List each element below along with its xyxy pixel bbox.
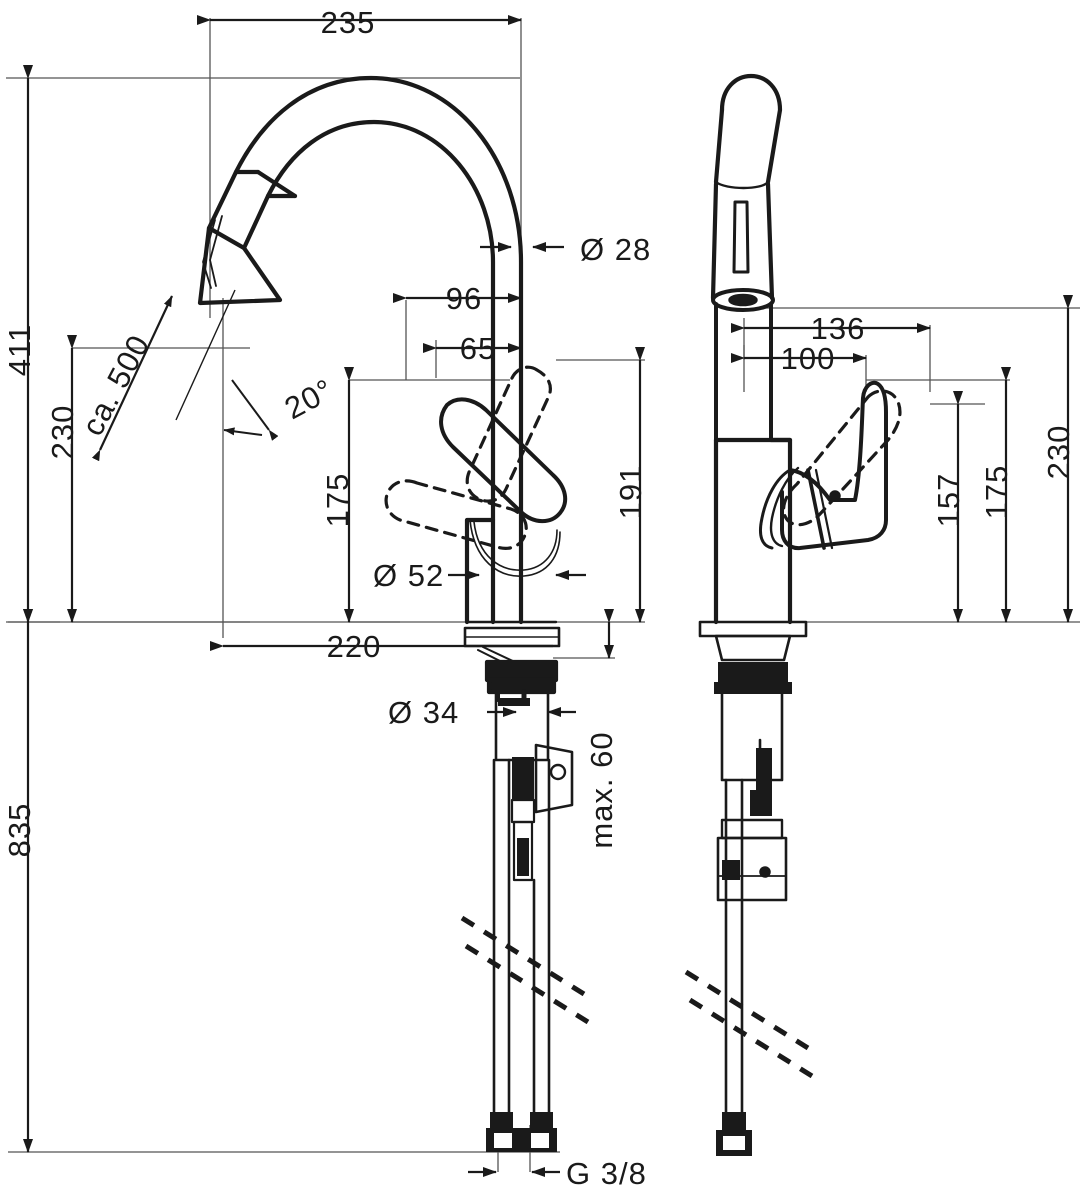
spray-head-top-right-edge [719, 73, 783, 185]
handle-collar-ring-2 [469, 519, 561, 577]
shank-nut-right [718, 662, 788, 682]
valve-port [549, 763, 567, 781]
spray-head-slot [202, 219, 216, 289]
hose-nut-hole-l [494, 1133, 512, 1148]
spray-head-slot-2 [209, 215, 223, 287]
spray-head-top-left-edge [713, 107, 725, 185]
label-175-left: 175 [320, 473, 355, 528]
spout-outer-curve [206, 75, 524, 625]
label-dia34: Ø 34 [388, 695, 459, 730]
hose-connector-b [510, 798, 536, 824]
hose-connector-d [517, 838, 529, 876]
sleeve-left [710, 181, 719, 301]
label-96: 96 [446, 281, 482, 316]
base-flange [463, 626, 561, 648]
handle-lever-front [439, 397, 568, 524]
handle-lever-side [780, 380, 888, 551]
shank-thread-block [486, 677, 557, 695]
spray-head-collar-right [714, 180, 770, 190]
shank-nut-block [484, 659, 559, 683]
valve-housing-right-top [720, 818, 784, 840]
hose-nut-hole-r [531, 1133, 549, 1148]
label-191: 191 [613, 465, 648, 520]
ext-lines-group [6, 18, 1080, 1172]
label-230-left: 230 [45, 405, 80, 460]
break-line-r2 [688, 997, 814, 1079]
label-max60: max. 60 [584, 731, 619, 848]
spout-inner-curve [241, 119, 496, 625]
handle-lever-side-underside-2 [769, 466, 800, 548]
break-symbol-right [684, 969, 814, 1079]
label-ca500: ca. 500 [75, 329, 157, 441]
sleeve-slot [732, 200, 750, 274]
valve-port-right-dot [759, 866, 771, 878]
hose-connector-c [512, 820, 534, 882]
label-65: 65 [460, 331, 496, 366]
label-220: 220 [327, 629, 382, 664]
dim-arrow-ca500 [91, 295, 173, 462]
label-157: 157 [931, 473, 966, 528]
handle-lever-dashed-left [384, 479, 528, 550]
label-dia52: Ø 52 [373, 558, 444, 593]
handle-seam-1 [806, 468, 826, 550]
handle-collar-ring-1 [473, 521, 558, 571]
hose-clip-right-2 [750, 790, 772, 816]
handle-lever-side-underside [758, 468, 792, 550]
leader-20deg-short [175, 289, 236, 421]
outlet-ellipse-outer [711, 288, 775, 312]
break-symbol-left [460, 915, 590, 1025]
hose-end-fitting-left [490, 1112, 513, 1128]
hose-nut-hole-right-view [723, 1136, 745, 1150]
base-cone-right [714, 634, 792, 662]
valve-housing [534, 743, 574, 814]
break-line-2 [464, 943, 590, 1025]
label-835: 835 [2, 803, 37, 858]
hose-connector-a [512, 757, 534, 800]
break-line-r1 [684, 969, 810, 1051]
dimension-labels-group: 235 411 230 ca. 500 20° Ø 28 96 65 175 1… [2, 5, 1076, 1191]
dimension-arrows-group [23, 15, 1073, 1177]
spray-head-collar-line [255, 169, 298, 199]
handle-lever-dashed-up [465, 365, 552, 503]
front-view-faucet [197, 75, 574, 1152]
dim-arrow-20deg-left [223, 427, 263, 436]
label-230-right: 230 [1041, 425, 1076, 480]
hose-clip-right [756, 748, 772, 790]
shank-stud-block [498, 698, 530, 706]
dim-arrow-20deg-inner [231, 379, 279, 441]
valve-port-right-square [722, 860, 740, 880]
label-dia28: Ø 28 [580, 232, 651, 267]
hose-end-fitting-right [530, 1112, 553, 1128]
shank-thread-right [714, 682, 792, 694]
body-column-left [464, 517, 496, 625]
label-175-right: 175 [979, 465, 1014, 520]
break-line-1 [460, 915, 586, 997]
base-flange-right [698, 620, 808, 638]
label-136: 136 [811, 311, 866, 346]
label-411: 411 [2, 324, 37, 376]
outlet-ellipse-inner [728, 293, 758, 307]
sleeve-right [765, 181, 775, 301]
handle-lever-side-dashed [782, 389, 902, 527]
label-235: 235 [321, 5, 376, 40]
spray-head-body [197, 225, 283, 306]
label-20deg: 20° [279, 372, 339, 426]
side-view-faucet [698, 73, 902, 1156]
label-g38: G 3/8 [566, 1156, 647, 1191]
hose-end-fitting-right-view [722, 1112, 746, 1130]
valve-housing-right [716, 836, 788, 902]
label-100: 100 [781, 341, 836, 376]
shank-tube-right [720, 692, 784, 782]
